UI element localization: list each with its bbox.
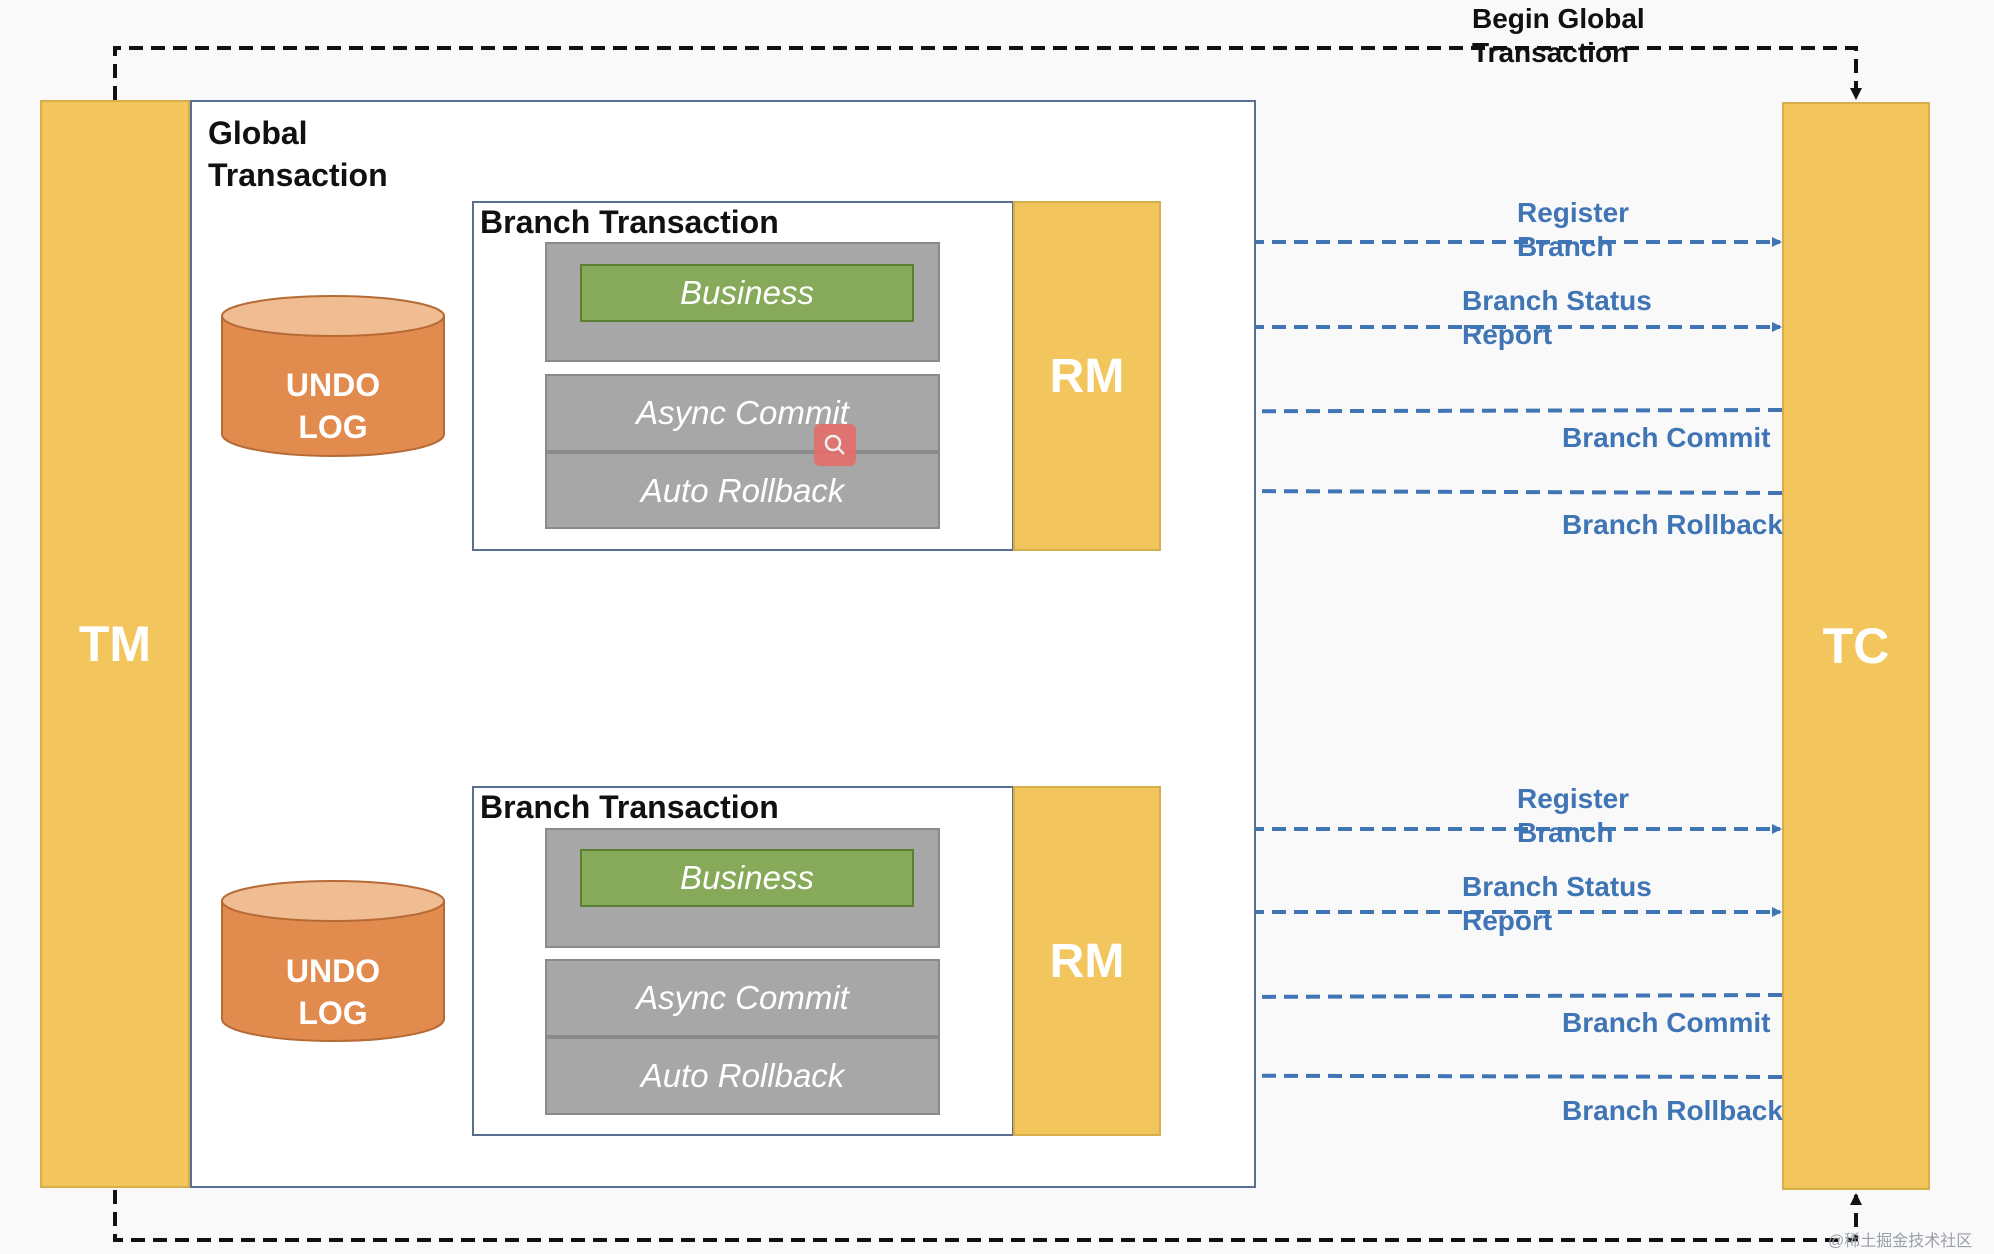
search-badge[interactable] [814,424,856,466]
async-commit-step-2: Async Commit [545,959,940,1037]
tm-bar: TM [40,100,190,1188]
begin-global-label: Begin Global Transaction [1472,2,1645,70]
begin-global-line2: Transaction [1472,37,1630,68]
rm-box-2: RM [1013,786,1161,1136]
auto-rollback-label-1: Auto Rollback [640,471,845,509]
branch-commit-label-2: Branch Commit [1562,1007,1771,1038]
register-line2-2: Branch [1517,817,1614,848]
status-line1-1: Branch Status [1462,285,1652,316]
tm-label: TM [78,616,152,672]
global-end-line [113,1190,1862,1242]
undo-log-label-1: UNDO LOG [218,364,448,448]
auto-rollback-step-2: Auto Rollback [545,1037,940,1115]
undo-line1-1: UNDO [285,367,381,403]
business-label-1: Business [680,274,814,311]
global-title-line2: Transaction [208,157,388,193]
undo-log-label-2: UNDO LOG [218,950,448,1034]
rm-box-1: RM [1013,201,1161,551]
async-commit-step-1: Async Commit [545,374,940,452]
register-line1-1: Register [1517,197,1630,228]
tc-label: TC [1822,618,1890,674]
branch-rollback-label-2: Branch Rollback [1562,1095,1783,1126]
branch-transaction-title-2: Branch Transaction [480,789,779,825]
register-branch-label-2: Register Branch [1517,782,1629,850]
auto-rollback-label-2: Auto Rollback [640,1057,845,1094]
branch-transaction-title-1: Branch Transaction [480,204,779,240]
register-line1-2: Register [1517,783,1630,814]
status-report-label-2: Branch Status Report [1462,870,1652,938]
register-line2-1: Branch [1517,231,1614,262]
register-branch-label-1: Register Branch [1517,196,1629,264]
undo-log-db-icon-1 [221,295,445,457]
undo-line2-1: LOG [298,409,368,445]
undo-line2-2: LOG [298,995,368,1031]
business-step-1: Business [580,264,914,322]
async-commit-label-2: Async Commit [636,979,849,1016]
tc-bar: TC [1782,102,1930,1190]
global-transaction-title: Global Transaction [208,112,388,196]
watermark: @稀土掘金技术社区 [1828,1233,1973,1250]
auto-rollback-step-1: Auto Rollback [545,452,940,529]
async-commit-label-1: Async Commit [636,394,849,431]
global-title-line1: Global [208,115,308,151]
status-line2-2: Report [1462,905,1553,936]
branch-commit-label-1: Branch Commit [1562,422,1771,453]
begin-global-line1: Begin Global [1472,3,1645,34]
business-step-2: Business [580,849,914,907]
rm-label-2: RM [1049,934,1125,988]
undo-line1-2: UNDO [285,953,381,989]
rm-label-1: RM [1049,349,1125,403]
business-label-2: Business [680,859,814,896]
branch-rollback-label-1: Branch Rollback [1562,509,1783,540]
search-icon [824,434,845,455]
status-report-label-1: Branch Status Report [1462,284,1652,352]
status-line2-1: Report [1462,319,1553,350]
undo-log-db-icon-2 [221,880,445,1042]
status-line1-2: Branch Status [1462,871,1652,902]
